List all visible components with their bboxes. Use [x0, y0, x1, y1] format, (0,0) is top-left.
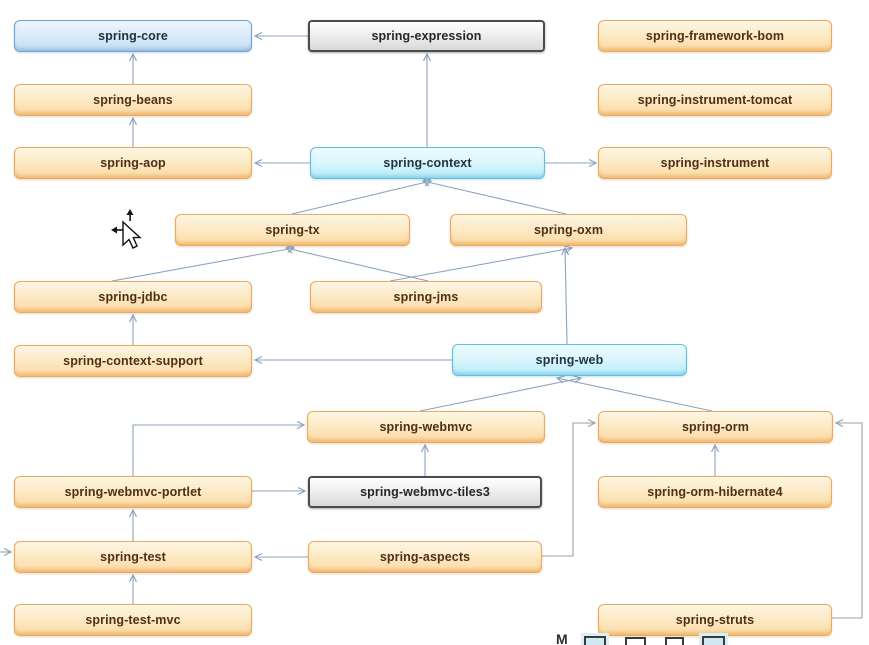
node-spring-core[interactable]: spring-core: [14, 20, 252, 52]
node-spring-context[interactable]: spring-context: [310, 147, 545, 179]
edge-spring-webmvc-portlet-to-spring-webmvc: [132, 425, 304, 476]
node-spring-webmvc-portlet[interactable]: spring-webmvc-portlet: [14, 476, 252, 508]
edge-spring-orm-to-spring-web: [557, 378, 713, 412]
cutoff-icon-1: [584, 636, 606, 645]
node-spring-beans[interactable]: spring-beans: [14, 84, 252, 116]
node-spring-instrument[interactable]: spring-instrument: [598, 147, 832, 179]
node-spring-webmvc[interactable]: spring-webmvc: [307, 411, 545, 443]
node-spring-web[interactable]: spring-web: [452, 344, 687, 376]
node-spring-webmvc-tiles3[interactable]: spring-webmvc-tiles3: [308, 476, 542, 508]
edge-spring-struts-to-spring-orm: [832, 423, 863, 619]
node-spring-orm-hibernate4[interactable]: spring-orm-hibernate4: [598, 476, 832, 508]
node-spring-test[interactable]: spring-test: [14, 541, 252, 573]
edge-spring-oxm-to-spring-context: [423, 181, 567, 215]
cutoff-glyph-m: M: [556, 631, 568, 645]
node-spring-context-support[interactable]: spring-context-support: [14, 345, 252, 377]
cutoff-icon-2: [625, 637, 646, 645]
node-spring-tx[interactable]: spring-tx: [175, 214, 410, 246]
edge-spring-jms-to-spring-tx: [286, 248, 429, 282]
node-spring-jdbc[interactable]: spring-jdbc: [14, 281, 252, 313]
edge-spring-aspects-to-spring-orm: [542, 423, 595, 557]
node-spring-jms[interactable]: spring-jms: [310, 281, 542, 313]
cutoff-icon-4: [702, 636, 725, 645]
node-spring-oxm[interactable]: spring-oxm: [450, 214, 687, 246]
node-spring-expression[interactable]: spring-expression: [308, 20, 545, 52]
edge-spring-tx-to-spring-context: [291, 181, 431, 215]
cutoff-icon-3: [665, 637, 684, 645]
node-spring-aop[interactable]: spring-aop: [14, 147, 252, 179]
node-spring-instrument-tomcat[interactable]: spring-instrument-tomcat: [598, 84, 832, 116]
edge-spring-webmvc-to-spring-web: [419, 378, 581, 412]
edge-spring-web-to-spring-oxm: [565, 248, 567, 345]
node-spring-struts[interactable]: spring-struts: [598, 604, 832, 636]
node-spring-framework-bom[interactable]: spring-framework-bom: [598, 20, 832, 52]
node-spring-orm[interactable]: spring-orm: [598, 411, 833, 443]
node-spring-aspects[interactable]: spring-aspects: [308, 541, 542, 573]
edge-spring-jms-to-spring-oxm: [389, 248, 572, 282]
node-spring-test-mvc[interactable]: spring-test-mvc: [14, 604, 252, 636]
move-pointer-cursor-icon: [111, 209, 142, 249]
